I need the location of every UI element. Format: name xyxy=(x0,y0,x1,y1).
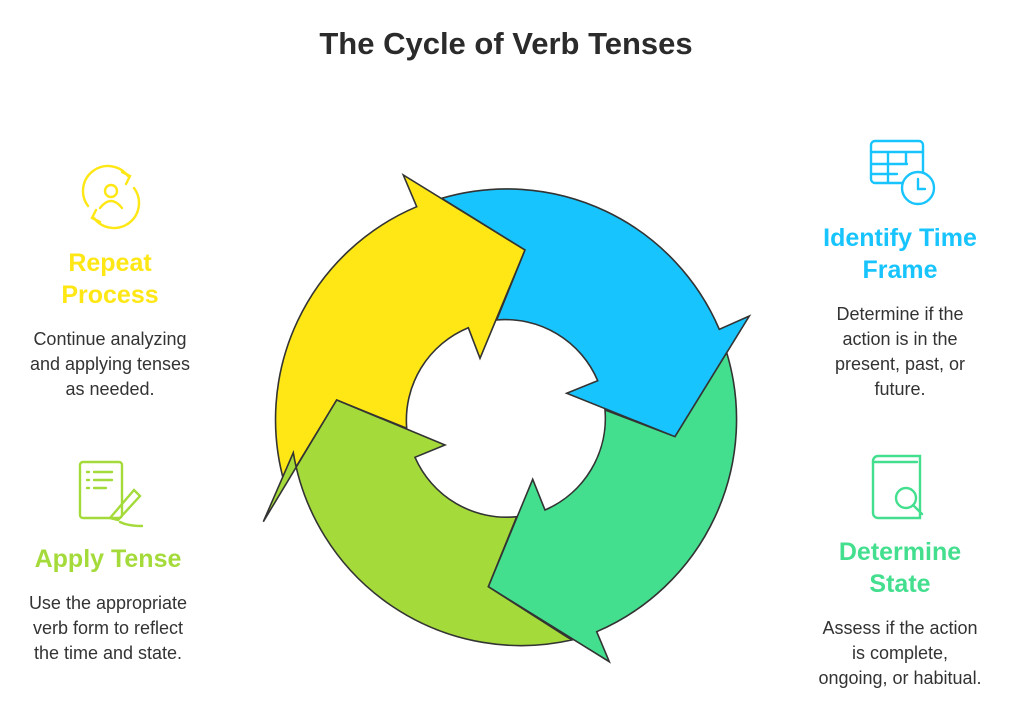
step-description: Determine if the xyxy=(836,304,964,324)
user-cycle-icon xyxy=(81,164,141,230)
step-heading: Determine xyxy=(838,538,962,566)
step-determine-state: Determine State Assess if the action is … xyxy=(790,536,1010,691)
arrow-apply-tense xyxy=(262,398,574,647)
step-description: as needed. xyxy=(65,379,155,399)
step-description: action is in the xyxy=(842,329,958,349)
step-description: is complete, xyxy=(851,643,949,663)
arrow-determine-state xyxy=(487,350,738,664)
step-description: and applying tenses xyxy=(29,354,191,374)
step-description: Use the appropriate xyxy=(28,593,188,613)
step-heading: State xyxy=(869,570,931,598)
diagram-title: The Cycle of Verb Tenses xyxy=(319,26,693,61)
step-heading: Apply Tense xyxy=(34,545,182,573)
step-description: future. xyxy=(874,379,926,399)
step-description: Continue analyzing xyxy=(33,329,187,349)
arrow-repeat-process xyxy=(274,173,527,487)
step-description: verb form to reflect xyxy=(32,618,184,638)
step-apply-tense: Apply Tense Use the appropriate verb for… xyxy=(8,543,208,666)
checklist-pen-icon xyxy=(78,460,144,528)
book-search-icon xyxy=(871,454,924,520)
step-identify-time-frame: Identify Time Frame Determine if the act… xyxy=(795,222,1005,402)
step-heading: Identify Time xyxy=(823,224,977,252)
step-description: present, past, or xyxy=(834,354,966,374)
arrow-identify-time-frame xyxy=(439,188,752,438)
step-description: Assess if the action xyxy=(822,618,978,638)
step-heading: Process xyxy=(61,281,159,309)
step-heading: Repeat xyxy=(68,249,152,277)
step-repeat-process: Repeat Process Continue analyzing and ap… xyxy=(10,247,210,402)
step-description: ongoing, or habitual. xyxy=(818,668,982,688)
step-description: the time and state. xyxy=(33,643,183,663)
calendar-clock-icon xyxy=(869,139,936,206)
step-heading: Frame xyxy=(862,256,938,284)
